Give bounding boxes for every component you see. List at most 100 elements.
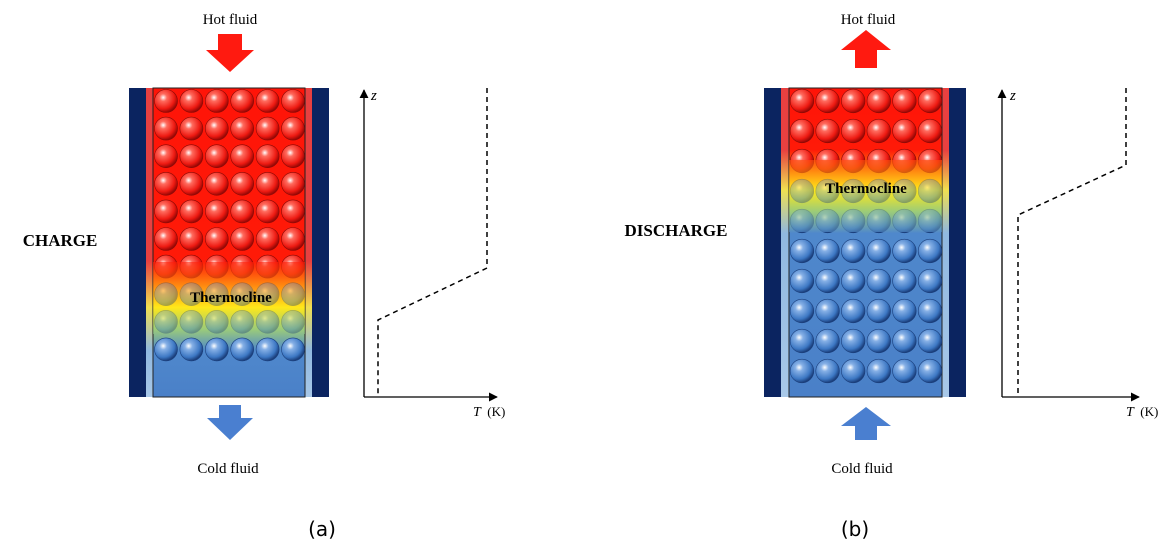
hot-particle [281,144,305,168]
hot-particle [866,88,891,114]
cold-particle [892,238,917,264]
cold-particle [892,268,917,294]
hot-particle [841,118,866,144]
thermocline-zone [153,262,305,334]
cold-particle [815,328,840,354]
cold-particle [892,298,917,324]
hot-particle [815,88,840,114]
panel-b: Hot fluid DISCHARGE Thermocline Cold flu… [625,12,1159,541]
hot-particle [281,172,305,196]
hot-particle [154,89,178,113]
cold-particle [917,328,943,354]
t-axis-unit: (K) [487,404,505,419]
hot-particle [255,116,280,141]
z-axis-label: z [370,88,377,104]
hot-particle [205,89,229,113]
hot-particle [255,199,280,224]
cold-particle [789,328,815,354]
particle-bed [789,88,943,384]
hot-particle [917,118,943,144]
cold-particle [917,358,943,384]
caption-b: (b) [841,517,869,541]
hot-particle [866,118,891,144]
hot-particle [789,88,815,114]
hot-fluid-outlet-arrow [841,30,891,68]
z-axis-label: z [1009,88,1016,104]
hot-particle [154,227,178,251]
cold-particle [841,328,866,354]
cold-fluid-inlet-arrow [841,407,891,426]
cold-particle [815,298,840,324]
cold-fluid-label: Cold fluid [831,461,893,477]
hot-particle [205,227,229,251]
particle-bed [153,89,305,362]
cold-particle [230,337,254,362]
cold-particle [841,358,866,384]
cold-fluid-inlet-arrow-stem [855,426,877,440]
cold-particle [866,238,891,264]
cold-particle [154,337,178,362]
hot-particle [892,118,917,144]
thermocline-label: Thermocline [825,181,907,197]
cold-particle [917,298,943,324]
hot-particle [255,227,280,251]
hot-particle [154,199,178,224]
tank-bed [788,87,943,398]
mode-label: CHARGE [23,231,98,250]
hot-particle [255,172,280,196]
hot-particle [230,199,254,224]
cold-particle [789,298,815,324]
cold-particle [815,268,840,294]
cold-particle [866,328,891,354]
hot-particle [815,118,840,144]
cold-particle [255,337,280,362]
cold-fluid-label: Cold fluid [197,461,259,477]
hot-particle [230,116,254,141]
hot-particle [892,88,917,114]
hot-particle [281,227,305,251]
cold-particle [866,298,891,324]
hot-particle [179,89,204,113]
cold-particle [815,238,840,264]
hot-particle [179,172,204,196]
hot-particle [179,199,204,224]
cold-particle [841,238,866,264]
hot-particle [841,88,866,114]
cold-particle [815,358,840,384]
hot-particle [230,144,254,168]
cold-particle [917,238,943,264]
hot-particle [230,227,254,251]
cold-particle [789,358,815,384]
hot-fluid-inlet-arrow [206,34,254,72]
cold-particle [917,268,943,294]
hot-particle [255,144,280,168]
cold-particle [205,337,229,362]
caption-a: (a) [308,517,336,541]
tank-bed [152,87,306,398]
hot-particle [230,172,254,196]
cold-particle [789,268,815,294]
temperature-profile: z T (K) [359,88,505,420]
hot-particle [255,89,280,113]
hot-particle [154,172,178,196]
hot-particle [154,116,178,141]
cold-particle [841,298,866,324]
hot-particle [205,116,229,141]
t-axis-symbol: T [1126,405,1135,420]
storage-tank: Thermocline [129,87,329,398]
thermocline-zone [789,160,942,232]
cold-particle [866,358,891,384]
hot-fluid-label: Hot fluid [841,12,896,28]
thermocline-label: Thermocline [190,290,272,306]
cold-particle [866,268,891,294]
cold-particle [892,358,917,384]
cold-particle [892,328,917,354]
t-axis-label: T (K) [473,404,505,420]
cold-particle [281,337,305,362]
cold-particle [841,268,866,294]
hot-particle [281,116,305,141]
hot-particle [230,89,254,113]
hot-particle [281,89,305,113]
cold-particle [179,337,204,362]
